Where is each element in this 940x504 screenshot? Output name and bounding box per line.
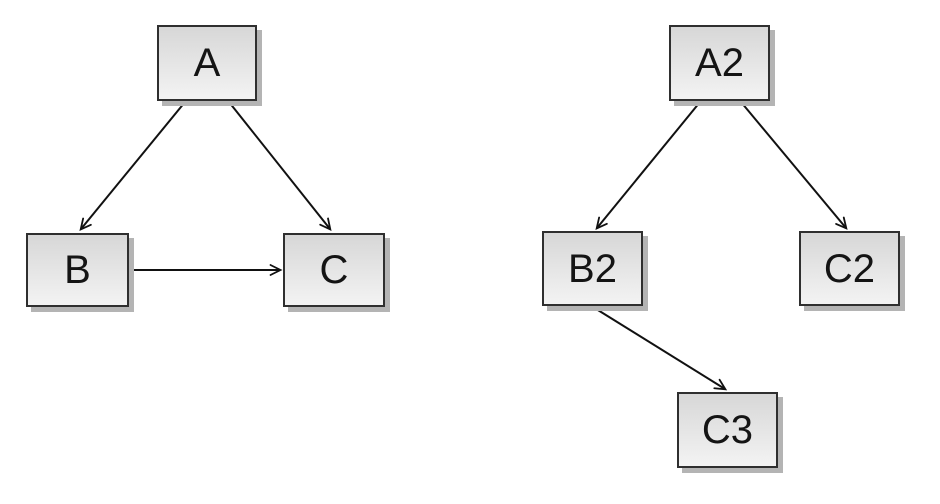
edge-A2-C2[interactable] [740,101,848,230]
node-B-label: B [64,248,91,292]
node-A2-label: A2 [695,41,744,85]
node-A2[interactable]: A2 [669,25,770,101]
node-B2[interactable]: B2 [542,231,643,306]
node-C-label: C [319,248,349,292]
edge-A2-B2[interactable] [595,101,701,230]
edge-A-B[interactable] [79,101,186,231]
node-A[interactable]: A [157,25,257,101]
node-C2[interactable]: C2 [799,231,900,306]
node-C3-label: C3 [701,408,754,452]
node-C2-label: C2 [823,246,876,291]
node-C3[interactable]: C3 [677,392,778,468]
node-B2-label: B2 [568,246,617,291]
node-B[interactable]: B [26,233,129,307]
node-A-label: A [193,41,221,85]
edge-B2-C3[interactable] [592,306,728,391]
node-C[interactable]: C [283,233,385,307]
edge-A-C[interactable] [228,101,332,231]
